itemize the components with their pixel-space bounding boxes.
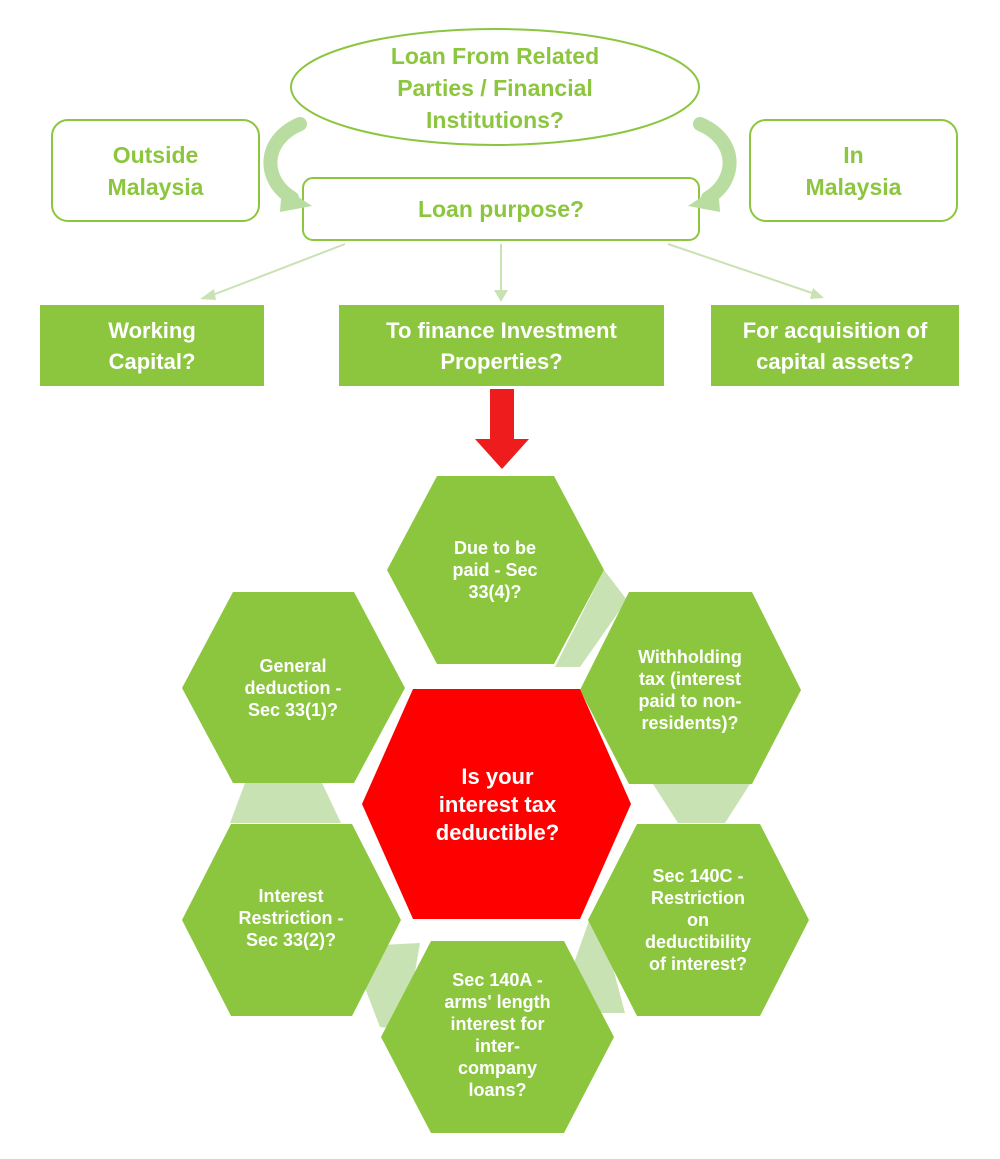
hex-general-deduction — [182, 592, 405, 783]
curved-arrow-left-head — [280, 186, 312, 212]
arrow-to-working-capital — [209, 243, 346, 297]
connector-general-restriction — [230, 783, 341, 823]
loan-source-ellipse — [290, 28, 700, 146]
investment-properties-box — [339, 305, 664, 386]
curved-arrow-right-head — [688, 186, 720, 212]
loan-purpose-label: Loan purpose? — [417, 196, 585, 222]
outside-malaysia-label: Outside Malaysia — [107, 141, 204, 200]
working-capital-label: Working Capital? — [108, 317, 196, 374]
center-question-label: Is your interest tax deductible? — [435, 764, 560, 845]
in-malaysia-box — [749, 119, 958, 222]
curved-arrow-right — [693, 117, 737, 205]
hex-sec-140c — [588, 824, 809, 1016]
hex-sec-140a — [381, 941, 614, 1133]
loan-purpose-box — [302, 177, 700, 241]
hex-interest-restriction — [182, 824, 401, 1016]
capital-assets-label: For acquisition of capital assets? — [742, 317, 928, 374]
due-to-be-paid-label: Due to be paid - Sec 33(4)? — [452, 538, 538, 602]
hex-withholding-tax — [580, 592, 801, 784]
red-down-arrow — [475, 389, 529, 469]
investment-properties-label: To finance Investment Properties? — [386, 317, 617, 374]
withholding-tax-label: Withholding tax (interest paid to non- r… — [638, 647, 742, 733]
connector-due-withholding — [555, 570, 627, 667]
connector-withholding-140c — [653, 784, 750, 823]
arrow-head-capital-assets — [810, 288, 824, 299]
curved-arrow-left — [263, 117, 307, 205]
general-deduction-label: General deduction - Sec 33(1)? — [244, 656, 342, 720]
working-capital-box — [40, 305, 264, 386]
sec-140c-label: Sec 140C - Restriction on deductibility … — [644, 866, 751, 974]
arrow-to-capital-assets — [667, 243, 816, 295]
hex-due-to-be-paid — [387, 476, 604, 664]
capital-assets-box — [711, 305, 959, 386]
arrow-head-investment — [494, 290, 508, 302]
interest-restriction-label: Interest Restriction - Sec 33(2)? — [238, 886, 344, 950]
in-malaysia-label: In Malaysia — [805, 141, 902, 200]
outside-malaysia-box — [51, 119, 260, 222]
arrow-head-working-capital — [200, 289, 216, 300]
sec-140a-label: Sec 140A - arms' length interest for int… — [444, 970, 551, 1100]
hex-center-question — [362, 689, 631, 919]
loan-source-question: Loan From Related Parties / Financial In… — [390, 43, 600, 133]
